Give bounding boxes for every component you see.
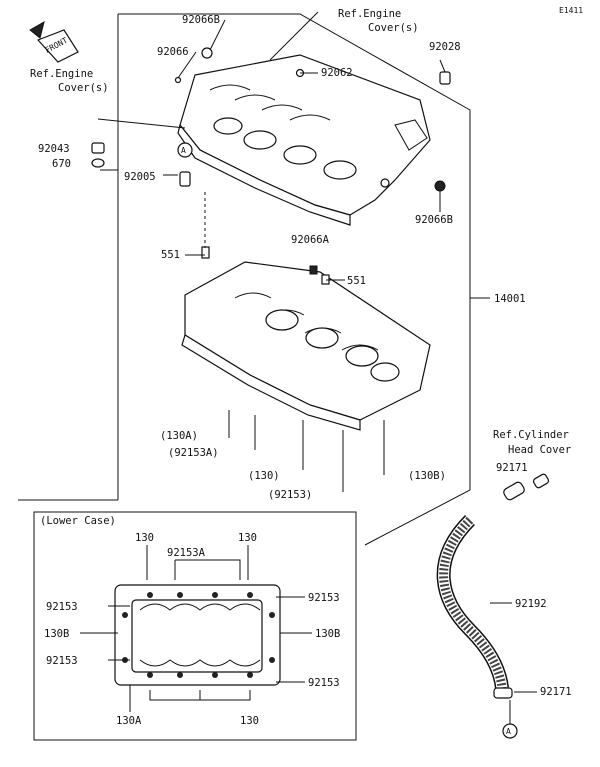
inset-title: (Lower Case): [40, 515, 116, 527]
callout-92005: 92005: [124, 171, 156, 183]
inset-callout-130-right: 130: [238, 532, 257, 544]
inset-callout-92153-r2: 92153: [308, 677, 340, 689]
lower-case-inset: (Lower Case) 130 92153A 130 92153: [33, 511, 357, 741]
callout-92192: 92192: [515, 598, 547, 610]
callout-130a: (130A): [160, 430, 198, 442]
diagram-id: E1411: [559, 6, 583, 15]
lower-bolts: [228, 410, 385, 492]
upper-crankcase: [174, 47, 431, 226]
lower-crankcase: [181, 246, 431, 431]
breather-hose: A: [436, 473, 550, 739]
part-92066b-right: [434, 180, 446, 192]
callout-92153: (92153): [268, 489, 312, 501]
callout-92171-bottom: 92171: [540, 686, 572, 698]
callout-92043: 92043: [38, 143, 70, 155]
svg-text:Head Cover: Head Cover: [508, 444, 571, 456]
callout-92066a: 92066A: [291, 234, 330, 246]
dowel-92043: [91, 142, 105, 154]
callout-92028: 92028: [429, 41, 461, 53]
front-direction-badge: FRONT: [29, 20, 79, 63]
inset-callout-92153-r1: 92153: [308, 592, 340, 604]
oring-670: [91, 158, 105, 168]
svg-text:Ref.Cylinder: Ref.Cylinder: [493, 429, 569, 441]
callout-92171-top: 92171: [496, 462, 528, 474]
callout-130b: (130B): [408, 470, 446, 482]
inset-callout-130b-l: 130B: [44, 628, 69, 640]
inset-callout-130a-bottom: 130A: [116, 715, 142, 727]
callout-92066b-top: 92066B: [182, 14, 220, 26]
svg-text:Ref.Engine: Ref.Engine: [30, 68, 93, 80]
inset-callout-92153a: 92153A: [167, 547, 206, 559]
svg-text:Ref.Engine: Ref.Engine: [338, 8, 401, 20]
inset-callout-92153-l2: 92153: [46, 655, 78, 667]
callout-92066b-right: 92066B: [415, 214, 453, 226]
svg-text:Cover(s): Cover(s): [58, 82, 109, 94]
inset-callout-130-left: 130: [135, 532, 154, 544]
svg-text:Cover(s): Cover(s): [368, 22, 419, 34]
callout-92066-top: 92066: [157, 46, 189, 58]
svg-text:A: A: [506, 727, 511, 736]
circle-a-marker: [177, 142, 193, 158]
callout-92153a: (92153A): [168, 447, 219, 459]
leader-lines: [97, 11, 490, 299]
inset-callout-130-bottom: 130: [240, 715, 259, 727]
part-92028: [439, 71, 451, 85]
callout-551-left: 551: [161, 249, 180, 261]
callout-551-right: 551: [347, 275, 366, 287]
assembly-frame: [18, 13, 471, 546]
callout-670: 670: [52, 158, 71, 170]
callout-92062: 92062: [321, 67, 353, 79]
callout-130: (130): [248, 470, 280, 482]
circle-a-label: A: [181, 146, 186, 155]
ref-engine-cover-top: Ref.Engine Cover(s): [338, 8, 419, 34]
callout-14001: 14001: [494, 293, 526, 305]
inset-callout-130b-r: 130B: [315, 628, 340, 640]
ref-cylinder-head-cover: Ref.Cylinder Head Cover: [493, 429, 571, 456]
ref-engine-cover-left: Ref.Engine Cover(s): [30, 68, 109, 94]
inset-callout-92153-l1: 92153: [46, 601, 78, 613]
